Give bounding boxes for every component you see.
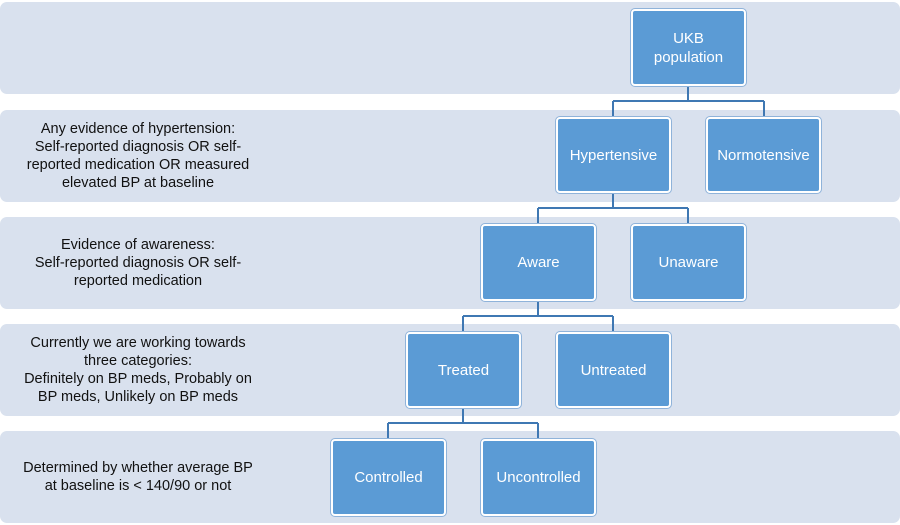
node-normotensive: Normotensive [706, 117, 821, 193]
treatment-criteria-text: Currently we are working towards three c… [24, 335, 252, 405]
row-band-control: Determined by whether average BP at base… [0, 431, 900, 523]
control-criteria-text: Determined by whether average BP at base… [23, 460, 253, 494]
node-unaware: Unaware [631, 224, 746, 301]
node-uncontrolled: Uncontrolled [481, 439, 596, 516]
node-ukb-population: UKB population [631, 9, 746, 86]
hypertension-criteria-text: Any evidence of hypertension: Self-repor… [26, 121, 250, 191]
node-controlled: Controlled [331, 439, 446, 516]
node-treated: Treated [406, 332, 521, 408]
node-untreated: Untreated [556, 332, 671, 408]
row-band-population [0, 2, 900, 94]
node-hypertensive: Hypertensive [556, 117, 671, 193]
row-band-awareness: Evidence of awareness: Self-reported dia… [0, 217, 900, 309]
awareness-criteria-text: Evidence of awareness: Self-reported dia… [34, 237, 242, 289]
node-aware: Aware [481, 224, 596, 301]
